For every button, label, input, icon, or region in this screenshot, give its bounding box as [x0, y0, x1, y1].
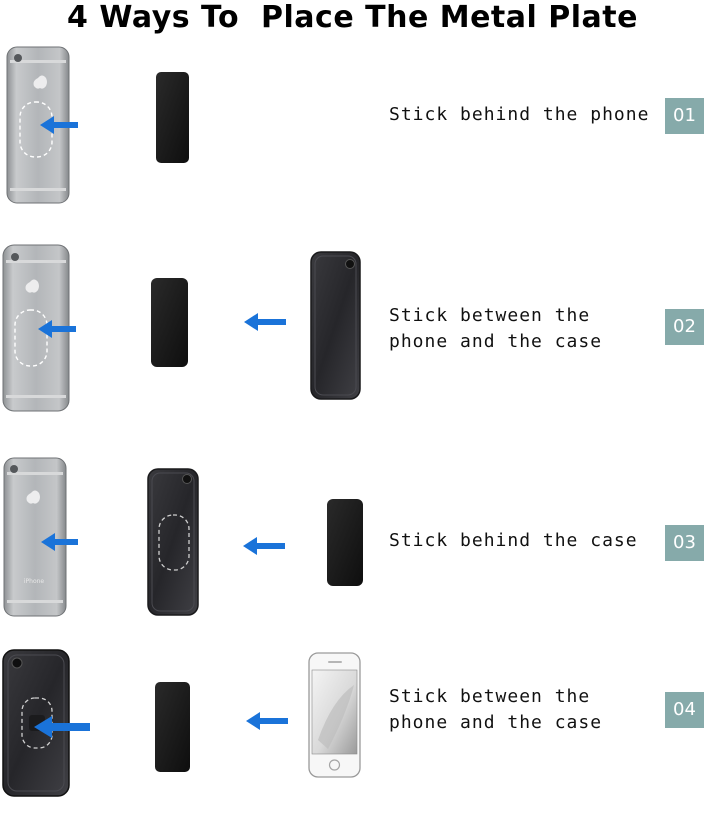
arrow-left-icon	[244, 313, 286, 331]
step-number: 01	[673, 105, 696, 126]
step-row-03: iPhone Stick behind the case 03	[0, 455, 705, 645]
caption-line: Stick between the	[389, 686, 591, 707]
arrow-right-icon	[38, 320, 76, 338]
metal-plate-icon	[156, 72, 189, 163]
arrow-right-icon	[40, 116, 78, 134]
step-02-illustration	[2, 244, 361, 412]
step-03-illustration: iPhone	[3, 457, 363, 617]
metal-plate-icon	[151, 278, 188, 367]
step-caption: Stick between the phone and the case	[389, 684, 654, 736]
step-04-illustration	[2, 649, 361, 797]
step-row-01: Stick behind the phone 01	[0, 40, 705, 230]
step-number: 03	[673, 532, 696, 553]
step-row-02: Stick between the phone and the case 02	[0, 240, 705, 430]
step-01-illustration	[6, 46, 189, 204]
black-case-icon	[310, 251, 361, 400]
arrow-left-icon	[246, 712, 288, 730]
caption-line: phone and the case	[389, 331, 603, 352]
caption-line: Stick behind the phone	[389, 104, 650, 125]
step-caption: Stick behind the phone	[389, 102, 654, 128]
metal-plate-icon	[155, 682, 190, 772]
caption-line: phone and the case	[389, 712, 603, 733]
white-phone-front-icon	[308, 652, 361, 778]
arrow-left-icon	[243, 537, 285, 555]
step-number-badge: 01	[665, 98, 704, 134]
silver-phone-back-icon: iPhone	[3, 457, 67, 617]
step-number: 04	[673, 699, 696, 720]
step-number-badge: 02	[665, 309, 704, 345]
step-caption: Stick between the phone and the case	[389, 303, 654, 355]
step-number-badge: 03	[665, 525, 704, 561]
step-caption: Stick behind the case	[389, 528, 654, 554]
caption-line: Stick between the	[389, 305, 591, 326]
black-case-icon	[147, 468, 199, 616]
arrow-right-icon	[34, 716, 90, 738]
step-number-badge: 04	[665, 692, 704, 728]
arrow-right-icon	[41, 533, 78, 551]
page-title: 4 Ways To Place The Metal Plate	[67, 0, 638, 35]
step-row-04: Stick between the phone and the case 04	[0, 645, 705, 835]
caption-line: Stick behind the case	[389, 530, 638, 551]
step-number: 02	[673, 316, 696, 337]
metal-plate-icon	[327, 499, 363, 586]
svg-text:iPhone: iPhone	[24, 578, 45, 585]
